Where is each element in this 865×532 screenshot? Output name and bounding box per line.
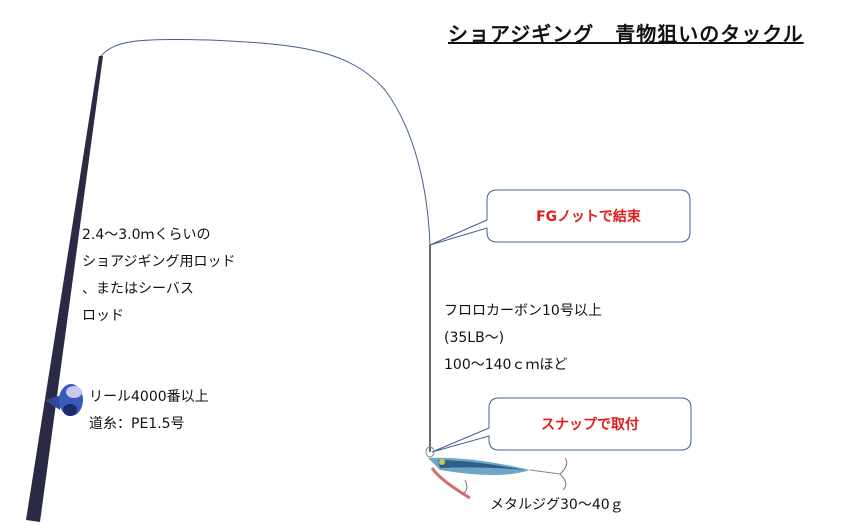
callout-snap-text: スナップで取付 xyxy=(541,417,639,433)
reel-text-line: リール4000番以上 xyxy=(89,389,209,405)
rod-text-line: ロッド xyxy=(82,308,124,324)
reel-icon xyxy=(45,384,83,416)
jig-description: メタルジグ30〜40ｇ xyxy=(490,497,624,513)
callout-knot-text: FGノットで結束 xyxy=(536,209,641,225)
callout-snap xyxy=(431,397,692,453)
leader-description: フロロカーボン10号以上 (35LB〜) 100〜140ｃｍほど xyxy=(444,298,602,379)
callout-knot xyxy=(429,189,691,246)
page-title: ショアジギング 青物狙いのタックル xyxy=(448,22,804,46)
fishing-line xyxy=(100,38,431,246)
rod-text-line: 2.4〜3.0ｍくらいの xyxy=(82,227,211,243)
metal-jig-icon xyxy=(425,446,568,500)
leader-text-line: フロロカーボン10号以上 xyxy=(444,303,602,319)
rod-text-line: 、またはシーバス xyxy=(82,281,194,297)
rod-text-line: ショアジギング用ロッド xyxy=(82,254,236,270)
leader-text-line: 100〜140ｃｍほど xyxy=(444,357,568,373)
fishing-rod xyxy=(26,56,103,522)
rod-description: 2.4〜3.0ｍくらいの ショアジギング用ロッド 、またはシーバス ロッド xyxy=(82,222,235,330)
reel-description: リール4000番以上 道糸：PE1.5号 xyxy=(89,384,209,438)
leader-text-line: (35LB〜) xyxy=(444,330,505,346)
line-text-line: 道糸：PE1.5号 xyxy=(89,416,185,432)
